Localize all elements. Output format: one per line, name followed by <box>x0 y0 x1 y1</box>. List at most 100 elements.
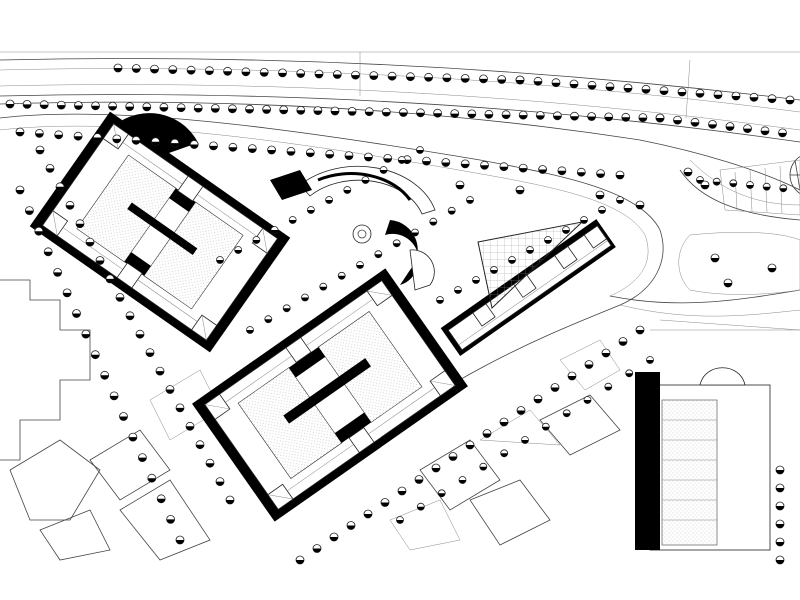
tree-shadow <box>526 250 534 254</box>
tree-shadow <box>691 122 699 127</box>
tree-shadow <box>364 157 373 161</box>
tree-shadow <box>25 210 34 215</box>
tree-shadow <box>216 481 224 486</box>
tree-shadow <box>91 105 100 110</box>
tree-shadow <box>176 540 184 544</box>
tree-shadow <box>461 163 470 168</box>
tree-shadow <box>519 168 528 173</box>
tree-shadow <box>331 111 339 115</box>
tree-shadow <box>406 76 415 81</box>
tree-shadow <box>743 128 752 133</box>
tree-shadow <box>604 386 612 391</box>
tree-shadow <box>562 230 570 234</box>
tree-shadow <box>484 114 493 119</box>
tree-shadow <box>246 330 254 334</box>
tree-shadow <box>35 133 44 138</box>
tree-shadow <box>422 161 431 166</box>
tree-shadow <box>93 137 102 142</box>
tree-shadow <box>151 141 160 146</box>
tree-shadow <box>156 371 164 376</box>
tree-shadow <box>362 180 369 184</box>
tree-shadow <box>551 387 559 392</box>
roundabout <box>789 156 800 194</box>
tree-shadow <box>315 74 323 78</box>
tree-shadow <box>206 463 214 468</box>
tree-shadow <box>466 445 474 449</box>
tree-shadow <box>138 457 147 462</box>
tree-shadow <box>684 172 692 176</box>
tree-shadow <box>34 231 43 236</box>
tree-shadow <box>159 107 168 112</box>
tree-shadow <box>146 352 154 357</box>
tree-shadow <box>553 115 562 120</box>
tree-shadow <box>119 416 128 421</box>
tree-shadow <box>343 190 351 194</box>
tree-shadow <box>483 433 491 438</box>
tree-shadow <box>380 170 388 174</box>
tree-shadow <box>245 109 254 114</box>
tree-shadow <box>66 205 74 210</box>
tree-shadow <box>466 200 474 204</box>
tree-shadow <box>170 143 179 148</box>
tree-shadow <box>54 134 63 139</box>
tree-shadow <box>616 175 624 179</box>
tree-shadow <box>776 542 784 546</box>
tree-shadow <box>534 81 542 86</box>
tree-shadow <box>638 117 647 122</box>
tree-shadow <box>436 300 444 304</box>
tree-shadow <box>636 205 644 209</box>
tree-shadow <box>508 260 516 264</box>
tree-shadow <box>596 195 604 199</box>
tree-shadow <box>209 145 218 150</box>
tree-shadow <box>241 71 250 76</box>
tree-shadow <box>296 560 304 564</box>
tree-shadow <box>776 470 784 474</box>
tree-shadow <box>186 426 194 431</box>
tree-rows <box>5 63 795 565</box>
tree-shadow <box>278 72 287 77</box>
tree-shadow <box>289 220 297 224</box>
tree-shadow <box>271 230 278 234</box>
tree-shadow <box>76 223 84 228</box>
tree-shadow <box>701 185 709 189</box>
tree-shadow <box>57 105 66 110</box>
tree-shadow <box>194 108 203 113</box>
tree-shadow <box>383 158 392 163</box>
tree-shadow <box>624 88 632 92</box>
tree-shadow <box>396 520 404 524</box>
tree-shadow <box>619 341 627 346</box>
tree-shadow <box>325 154 334 159</box>
tree-shadow <box>307 210 315 214</box>
tree-shadow <box>441 162 450 167</box>
tree-shadow <box>416 150 424 154</box>
tree-shadow <box>587 116 596 121</box>
tree-shadow <box>267 150 276 154</box>
tree-shadow <box>223 71 232 76</box>
tree-shadow <box>96 260 104 265</box>
tree-shadow <box>53 272 62 277</box>
tree-shadow <box>472 280 480 284</box>
tree-shadow <box>40 104 49 109</box>
tree-shadow <box>500 422 508 426</box>
tree-shadow <box>296 110 305 115</box>
tree-shadow <box>467 113 476 118</box>
tree-shadow <box>714 94 722 99</box>
tree-shadow <box>234 250 242 254</box>
tree-shadow <box>480 165 489 170</box>
tree-shadow <box>319 286 327 291</box>
tree-shadow <box>411 232 419 236</box>
tree-shadow <box>216 260 224 264</box>
tree-shadow <box>399 112 408 117</box>
tree-shadow <box>301 297 309 301</box>
tree-shadow <box>196 444 204 449</box>
tree-shadow <box>750 97 758 102</box>
tree-shadow <box>114 68 122 72</box>
tree-shadow <box>519 115 528 120</box>
tree-shadow <box>74 136 83 141</box>
tree-shadow <box>606 86 614 91</box>
tree-shadow <box>456 185 464 189</box>
tree-shadow <box>356 265 364 269</box>
tree-shadow <box>176 407 184 412</box>
tree-shadow <box>157 498 166 503</box>
arc-building <box>270 165 436 291</box>
